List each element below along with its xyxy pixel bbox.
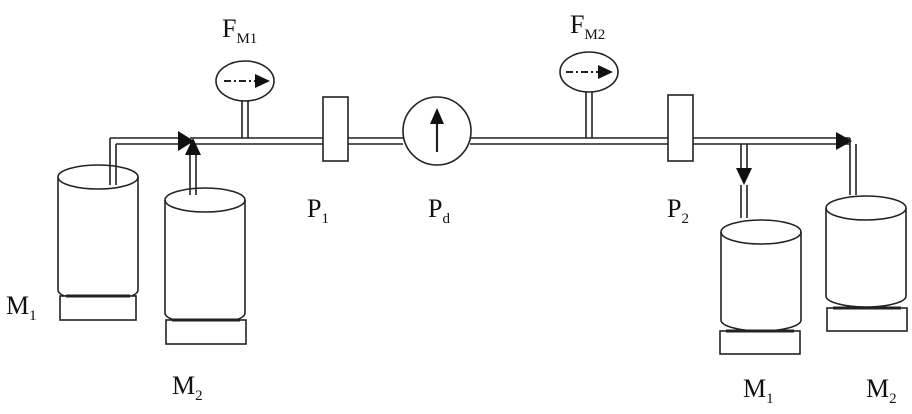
tank-m2-left [164, 187, 246, 325]
arrow-right-icon [836, 132, 852, 150]
arrow-down-icon [736, 168, 752, 185]
scale-m2-right [826, 306, 908, 332]
label-m1-left: M1 [6, 291, 37, 324]
scale-m2-left [165, 318, 247, 345]
scale-m1-left [59, 294, 137, 321]
pressure-sensor-p1 [322, 96, 349, 162]
tank-m1-left [57, 164, 139, 302]
label-m1-right: M1 [743, 374, 774, 407]
arrow-right-icon [178, 131, 194, 151]
label-m2-right: M2 [866, 374, 897, 407]
outlet-line-m1-lower [740, 185, 748, 218]
label-pd: Pd [428, 194, 450, 227]
feed-line-m1 [109, 137, 178, 185]
tank-m2-right [825, 195, 907, 308]
label-p1: P1 [307, 194, 329, 227]
label-p2: P2 [667, 194, 689, 227]
flowmeter-fm2 [559, 51, 619, 138]
feed-line-m2 [189, 152, 197, 195]
tank-m1-right [720, 219, 802, 332]
arrow-up-icon [185, 138, 201, 155]
main-pipe [190, 137, 850, 145]
label-m2-left: M2 [172, 371, 203, 404]
outlet-line-m1 [740, 144, 748, 172]
flowmeter-fm1 [215, 60, 275, 138]
outlet-line-m2 [849, 138, 857, 195]
pressure-sensor-p2 [667, 94, 694, 162]
label-fm1: FM1 [222, 14, 258, 47]
pump-pd [402, 96, 472, 166]
scale-m1-right [719, 329, 801, 355]
label-fm2: FM2 [570, 10, 606, 43]
